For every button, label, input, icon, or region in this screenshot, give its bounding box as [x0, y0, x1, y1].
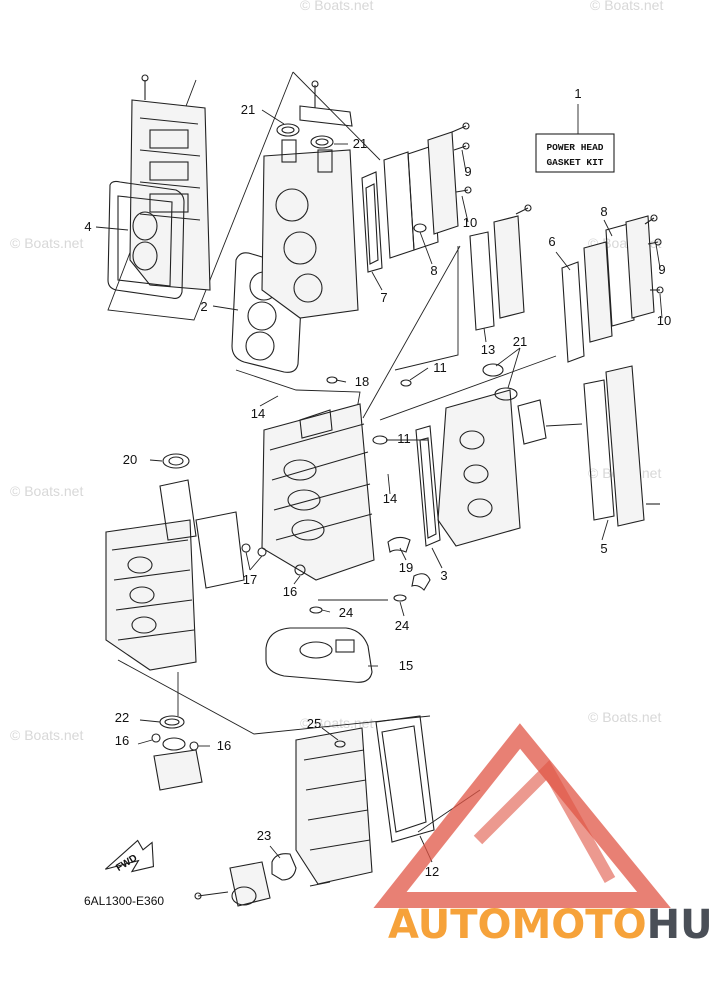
- callout-21: 21: [241, 102, 255, 117]
- cover-gaskets-upper: [361, 131, 459, 273]
- callout-20: 20: [123, 452, 137, 467]
- callout-4: 4: [84, 219, 91, 234]
- watermark: © Boats.net: [10, 483, 83, 499]
- cylinder-head-rear: [129, 74, 211, 291]
- diagram-code: 6AL1300-E360: [84, 894, 164, 908]
- callout-6: 6: [548, 234, 555, 249]
- watermark: © Boats.net: [300, 0, 373, 13]
- cylinder-head-front: [261, 80, 359, 319]
- callout-9: 9: [464, 164, 471, 179]
- gasket-kit-box: POWER HEAD GASKET KIT: [535, 104, 615, 173]
- cylinder-head-right: [415, 389, 521, 547]
- callout-15: 15: [399, 658, 413, 673]
- fwd-arrow: FWD: [104, 839, 155, 874]
- logo-triangle-outer: [373, 723, 671, 908]
- logo-text-automoto: AUTOMOTO: [388, 902, 647, 948]
- callout-14: 14: [251, 406, 265, 421]
- exhaust-manifold-lower: [295, 715, 435, 885]
- cover-gaskets-right: [469, 215, 655, 363]
- callout-13: 13: [481, 342, 495, 357]
- callout-10: 10: [657, 313, 671, 328]
- callout-16: 16: [217, 738, 231, 753]
- callout-7: 7: [380, 290, 387, 305]
- head-gasket-4: [107, 180, 185, 299]
- watermark: © Boats.net: [588, 709, 661, 725]
- seal-21-group: [276, 123, 334, 149]
- kit-box-frame: [535, 133, 615, 173]
- o-ring-group: [241, 376, 412, 748]
- callout-9: 9: [658, 262, 665, 277]
- callout-24: 24: [395, 618, 409, 633]
- callout-24: 24: [339, 605, 353, 620]
- thermostat-assembly: [194, 853, 331, 907]
- callout-21: 21: [513, 334, 527, 349]
- callout-16: 16: [283, 584, 297, 599]
- callout-labels: 1 2 3 4 5 6 7 8 8 9 9 10 10 11 11 12 13 …: [84, 86, 671, 879]
- automotohub-logo: AUTOMOTOHUB: [373, 723, 714, 948]
- watermark: © Boats.net: [590, 0, 663, 13]
- callout-5: 5: [600, 541, 607, 556]
- callout-25: 25: [307, 716, 321, 731]
- logo-text-hub: HUB: [647, 902, 714, 948]
- callout-23: 23: [257, 828, 271, 843]
- callout-21: 21: [353, 136, 367, 151]
- callout-8: 8: [600, 204, 607, 219]
- logo-text: AUTOMOTOHUB: [388, 902, 714, 948]
- leader-lines: [95, 109, 663, 863]
- callout-1: 1: [574, 86, 581, 101]
- watermark: © Boats.net: [10, 727, 83, 743]
- callout-11: 11: [397, 431, 411, 446]
- callout-22: 22: [115, 710, 129, 725]
- gasket-15: [265, 627, 373, 683]
- callout-2: 2: [200, 299, 207, 314]
- cover-gasket-5: [583, 365, 660, 527]
- kit-box-line1: POWER HEAD: [546, 142, 603, 153]
- watermark: © Boats.net: [10, 235, 83, 251]
- callout-12: 12: [425, 864, 439, 879]
- kit-box-line2: GASKET KIT: [546, 157, 603, 168]
- callout-8: 8: [430, 263, 437, 278]
- callout-11: 11: [433, 360, 447, 375]
- callout-17: 17: [243, 572, 257, 587]
- clip-19: [387, 536, 431, 591]
- crankcase-left: [105, 479, 245, 671]
- callout-14: 14: [383, 491, 397, 506]
- camshaft-right: [482, 363, 583, 445]
- seal-20: [162, 453, 190, 469]
- callout-3: 3: [440, 568, 447, 583]
- lower-seal-group: [151, 715, 203, 791]
- cylinder-block: [261, 403, 375, 581]
- logo-triangle-inner: [473, 760, 616, 883]
- callout-16: 16: [115, 733, 129, 748]
- callout-18: 18: [355, 374, 369, 389]
- bolt-group: [451, 122, 664, 294]
- callout-19: 19: [399, 560, 413, 575]
- callout-10: 10: [463, 215, 477, 230]
